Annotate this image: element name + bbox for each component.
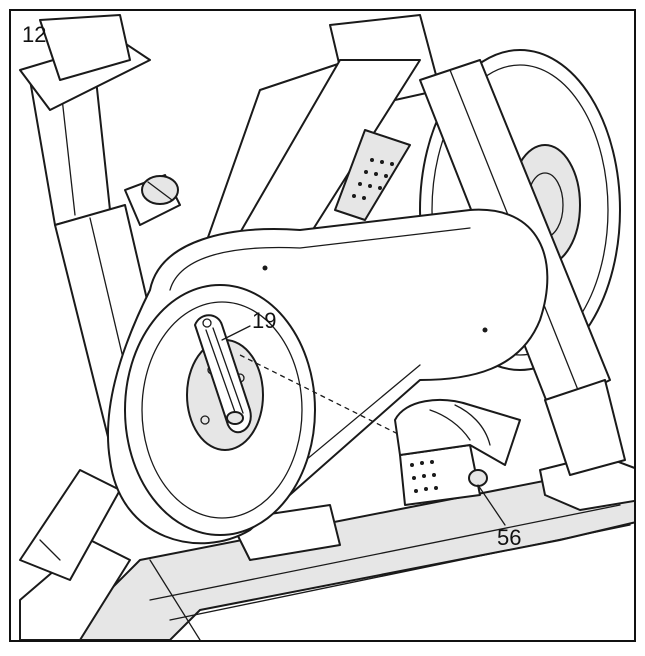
callout-label-56: 56 — [497, 525, 521, 550]
crank-arm — [194, 314, 252, 434]
resistance-pad — [334, 129, 411, 221]
install-guide-line — [239, 354, 471, 471]
seat-post — [19, 14, 151, 226]
adjustment-knob — [124, 174, 181, 226]
pedal — [394, 399, 521, 506]
leader-line-56 — [477, 484, 506, 526]
step-number: 12 — [22, 22, 46, 47]
callout-label-19: 19 — [252, 308, 276, 333]
handlebar-post — [199, 14, 441, 261]
leader-line-19 — [221, 325, 251, 341]
